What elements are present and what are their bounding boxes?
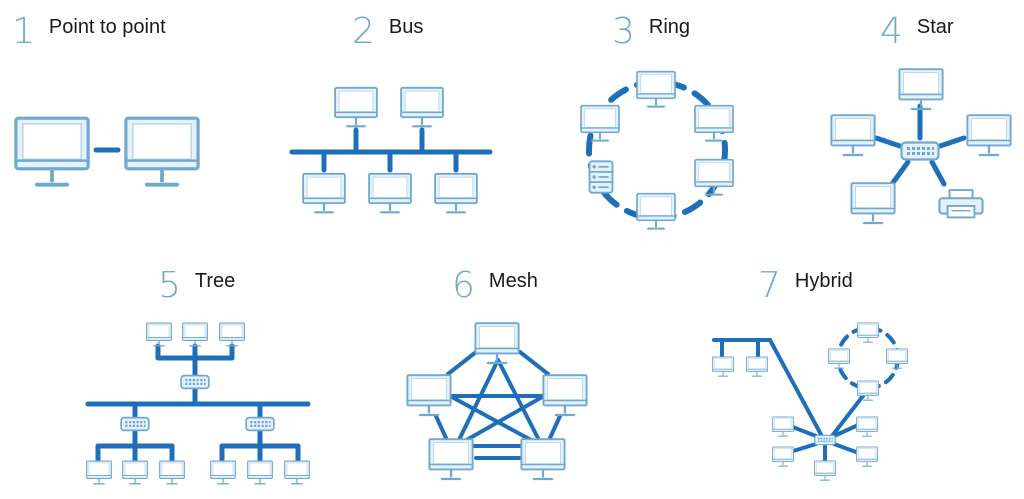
diagram-tree	[85, 322, 311, 485]
title-ring: 3 Ring	[612, 14, 690, 50]
monitor-icon	[219, 322, 245, 347]
topology-number: 6	[452, 265, 475, 306]
monitor-icon	[814, 460, 836, 481]
topology-number: 5	[158, 265, 181, 306]
monitor-icon	[124, 116, 200, 187]
switch-icon	[180, 374, 210, 390]
diagram-bus	[289, 86, 493, 214]
monitor-icon	[828, 348, 850, 369]
topology-name: Star	[916, 16, 954, 38]
topology-name: Tree	[194, 270, 236, 292]
monitor-icon	[580, 104, 620, 142]
diagram-hybrid	[712, 322, 908, 481]
topology-number: 7	[758, 265, 781, 306]
topology-number: 3	[612, 11, 635, 52]
topology-name: Bus	[388, 16, 424, 38]
monitor-icon	[334, 86, 378, 128]
monitor-icon	[772, 446, 794, 467]
monitor-icon	[772, 416, 794, 437]
monitor-icon	[247, 460, 273, 485]
title-bus: 2 Bus	[352, 14, 423, 50]
monitor-icon	[400, 86, 444, 128]
server-icon	[588, 160, 614, 194]
monitor-icon	[406, 374, 452, 417]
monitor-icon	[898, 68, 944, 111]
topology-number: 2	[352, 11, 375, 52]
monitor-icon	[886, 348, 908, 369]
diagram-mesh	[406, 322, 588, 481]
switch-icon	[245, 416, 275, 432]
monitor-icon	[122, 460, 148, 485]
monitor-icon	[636, 192, 676, 230]
diagram-ring	[580, 70, 734, 230]
title-mesh: 6 Mesh	[452, 268, 538, 304]
monitor-icon	[428, 438, 474, 481]
monitor-icon	[210, 460, 236, 485]
topology-name: Mesh	[488, 270, 538, 292]
monitor-icon	[636, 70, 676, 108]
monitor-icon	[857, 322, 879, 343]
monitor-icon	[542, 374, 588, 417]
monitor-icon	[474, 322, 520, 365]
topology-name: Hybrid	[794, 270, 853, 292]
monitor-icon	[159, 460, 185, 485]
topology-number: 4	[880, 11, 903, 52]
monitor-icon	[856, 446, 878, 467]
switch-icon	[814, 434, 836, 446]
topology-name: Ring	[648, 16, 691, 38]
switch-icon	[120, 416, 150, 432]
monitor-icon	[368, 172, 412, 214]
monitor-icon	[520, 438, 566, 481]
title-hybrid: 7 Hybrid	[758, 268, 853, 304]
topology-number: 1	[12, 11, 35, 52]
printer-icon	[938, 189, 984, 219]
monitor-icon	[694, 158, 734, 196]
monitor-icon	[746, 356, 768, 377]
title-tree: 5 Tree	[158, 268, 235, 304]
monitor-icon	[694, 104, 734, 142]
monitor-icon	[856, 416, 878, 437]
diagram-point-to-point	[14, 116, 200, 187]
monitor-icon	[182, 322, 208, 347]
topology-name: Point to point	[48, 16, 166, 38]
monitor-icon	[14, 116, 90, 187]
monitor-icon	[830, 114, 876, 157]
monitor-icon	[284, 460, 310, 485]
title-star: 4 Star	[880, 14, 954, 50]
monitor-icon	[850, 182, 896, 225]
monitor-icon	[966, 114, 1012, 157]
title-point-to-point: 1 Point to point	[12, 14, 166, 50]
monitor-icon	[86, 460, 112, 485]
monitor-icon	[146, 322, 172, 347]
monitor-icon	[434, 172, 478, 214]
switch-icon	[900, 141, 940, 161]
monitor-icon	[302, 172, 346, 214]
monitor-icon	[712, 356, 734, 377]
diagram-star	[830, 68, 1012, 225]
